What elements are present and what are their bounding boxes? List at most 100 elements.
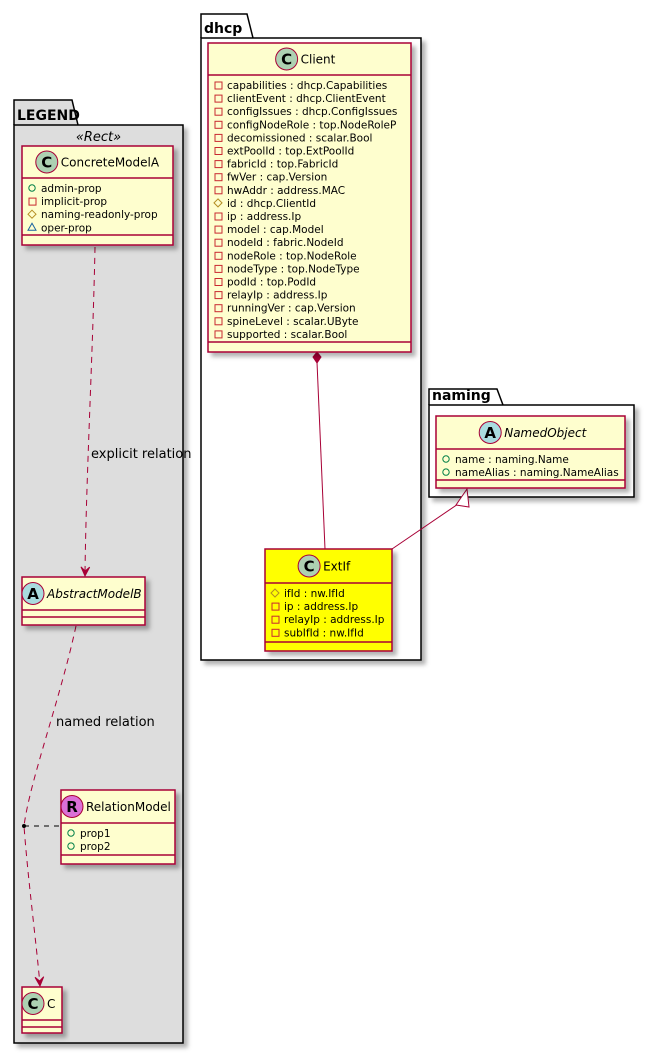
class-box (207, 42, 412, 353)
private-visibility-icon (271, 602, 280, 611)
private-visibility-icon (214, 212, 223, 221)
abstract-class-icon (21, 582, 45, 605)
class-icon (275, 47, 299, 71)
class-attribute: relayIp : address.Ip (227, 290, 328, 302)
class-attribute: supported : scalar.Bool (227, 329, 347, 341)
package-visibility-icon (27, 222, 37, 231)
class-kind-letter: C (27, 995, 38, 1013)
class-attribute: runningVer : cap.Version (227, 303, 356, 315)
class-attribute: oper-prop (41, 222, 92, 234)
class-kind-letter: C (41, 154, 52, 172)
private-visibility-icon (214, 317, 223, 326)
class-attribute: configIssues : dhcp.ConfigIssues (227, 106, 397, 118)
private-visibility-icon (214, 264, 223, 273)
class-box (435, 415, 626, 489)
class-attribute: prop2 (80, 841, 111, 853)
class-attribute: relayIp : address.Ip (284, 614, 385, 626)
class-kind-letter: C (304, 558, 315, 576)
class-attribute: implicit-prop (41, 196, 107, 208)
class-kind-letter: A (27, 585, 39, 603)
package-name: dhcp (204, 21, 242, 37)
relation-class-icon (60, 795, 84, 818)
class-name: ExtIf (323, 560, 351, 574)
private-visibility-icon (214, 225, 223, 234)
class-attribute: name : naming.Name (455, 454, 569, 466)
class-attribute: spineLevel : scalar.UByte (227, 316, 359, 328)
class-kind-letter: A (484, 424, 496, 442)
class-attribute: nodeRole : top.NodeRole (227, 250, 357, 262)
relation-label: explicit relation (91, 447, 191, 462)
relation-named (23, 625, 77, 986)
class-icon (21, 992, 45, 1015)
private-visibility-icon (214, 173, 223, 182)
relation-composition (316, 361, 326, 550)
class-name: ConcreteModelA (61, 156, 160, 170)
abstract-class-icon (478, 421, 502, 444)
class-attribute: hwAddr : address.MAC (227, 185, 345, 197)
private-visibility-icon (214, 238, 223, 247)
class-name: Client (301, 53, 336, 67)
private-visibility-icon (214, 94, 223, 103)
class-attribute: naming-readonly-prop (41, 209, 158, 221)
package-name: LEGEND (17, 108, 80, 124)
package-stereotype: «Rect» (76, 130, 121, 145)
private-visibility-icon (214, 160, 223, 169)
class-attribute: id : dhcp.ClientId (227, 198, 316, 210)
package-tab (428, 388, 504, 406)
class-ConcreteModelA[interactable]: C ConcreteModelA admin-propimplicit-propna… (21, 145, 174, 246)
private-visibility-icon (214, 251, 223, 260)
composition-diamond-icon (312, 351, 322, 364)
class-attribute: ifId : nw.IfId (284, 588, 345, 600)
private-visibility-icon (214, 107, 223, 116)
package-tab (200, 13, 254, 39)
class-attribute: subIfId : nw.IfId (284, 627, 364, 639)
class-attribute: clientEvent : dhcp.ClientEvent (227, 93, 386, 105)
class-attribute: nameAlias : naming.NameAlias (455, 467, 619, 479)
class-attribute: ip : address.Ip (227, 211, 301, 223)
package-name: naming (432, 388, 491, 404)
arrowhead-icon (80, 566, 91, 578)
protected-visibility-icon (213, 198, 223, 208)
class-attribute: fabricId : top.FabricId (227, 159, 338, 171)
private-visibility-icon (214, 304, 223, 313)
class-attribute: nodeId : fabric.NodeId (227, 237, 343, 249)
package-tab (13, 99, 79, 126)
private-visibility-icon (214, 278, 223, 286)
private-visibility-icon (271, 615, 280, 624)
private-visibility-icon (214, 81, 223, 90)
private-visibility-icon (214, 291, 223, 300)
class-attribute: ip : address.Ip (284, 601, 358, 613)
class-name: AbstractModelB (46, 587, 142, 601)
private-visibility-icon (28, 197, 37, 206)
class-attribute: prop1 (80, 828, 111, 840)
class-kind-letter: C (281, 51, 292, 69)
protected-visibility-icon (270, 588, 280, 598)
class-box (264, 548, 393, 652)
class-AbstractModelB[interactable]: A AbstractModelB (21, 576, 146, 626)
public-visibility-icon (442, 455, 450, 463)
protected-visibility-icon (27, 209, 37, 219)
class-attribute: capabilities : dhcp.Capabilities (227, 80, 387, 92)
class-attribute: decomissioned : scalar.Bool (227, 132, 372, 144)
relation-inheritance (391, 501, 462, 550)
private-visibility-icon (214, 186, 223, 195)
class-attribute: admin-prop (41, 183, 102, 195)
private-visibility-icon (214, 330, 223, 339)
class-name: C (47, 997, 55, 1011)
class-icon (297, 554, 321, 578)
class-attribute: model : cap.Model (227, 224, 324, 236)
relation-explicit (84, 246, 96, 576)
public-visibility-icon (67, 829, 75, 837)
class-attribute: configNodeRole : top.NodeRoleP (227, 119, 396, 131)
class-attribute: fwVer : cap.Version (227, 172, 327, 184)
public-visibility-icon (442, 468, 450, 476)
arrowhead-icon (34, 976, 45, 988)
private-visibility-icon (214, 147, 223, 155)
class-attribute: nodeType : top.NodeType (227, 263, 360, 275)
